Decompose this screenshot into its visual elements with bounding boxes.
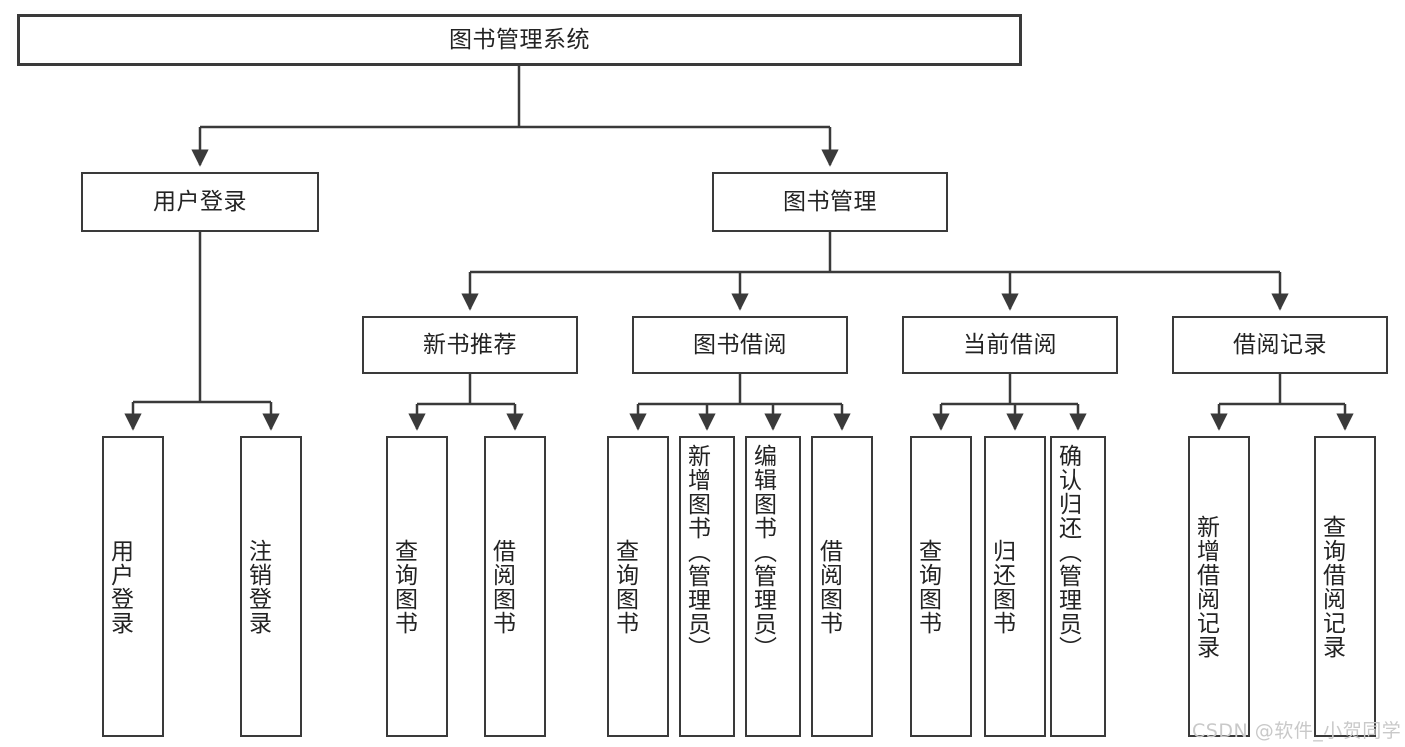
node-leaf-add-book-label: 新增图书（管理员）	[683, 444, 710, 660]
node-leaf-return-book-label: 归还图书	[988, 538, 1015, 635]
watermark-text: CSDN @软件_小贺同学	[1192, 720, 1402, 742]
node-book-manage-label: 图书管理	[783, 188, 877, 215]
node-leaf-confirm-return[interactable]: 确认归还（管理员）	[1050, 436, 1106, 737]
node-leaf-query-book-2-label: 查询图书	[611, 538, 638, 635]
node-new-book-recommend[interactable]: 新书推荐	[362, 316, 578, 374]
node-root[interactable]: 图书管理系统	[17, 14, 1022, 66]
node-leaf-user-login[interactable]: 用户登录	[102, 436, 164, 737]
node-leaf-borrow-book-2[interactable]: 借阅图书	[811, 436, 873, 737]
node-leaf-edit-book-label: 编辑图书（管理员）	[749, 444, 776, 660]
node-current-borrow-label: 当前借阅	[963, 331, 1057, 358]
node-leaf-logout[interactable]: 注销登录	[240, 436, 302, 737]
edge-root-to-level1	[191, 66, 839, 167]
node-root-label: 图书管理系统	[449, 26, 590, 53]
node-leaf-query-book-3[interactable]: 查询图书	[910, 436, 972, 737]
node-leaf-add-record[interactable]: 新增借阅记录	[1188, 436, 1250, 737]
node-leaf-add-record-label: 新增借阅记录	[1192, 514, 1219, 659]
edge-currentborrow-to-leaves	[932, 374, 1087, 431]
node-leaf-query-record[interactable]: 查询借阅记录	[1314, 436, 1376, 737]
node-leaf-borrow-book-1-label: 借阅图书	[488, 538, 515, 635]
node-current-borrow[interactable]: 当前借阅	[902, 316, 1118, 374]
node-leaf-query-record-label: 查询借阅记录	[1318, 514, 1345, 659]
node-leaf-edit-book[interactable]: 编辑图书（管理员）	[745, 436, 801, 737]
edge-borrowrecord-to-leaves	[1210, 374, 1354, 431]
node-borrow-record-label: 借阅记录	[1233, 331, 1327, 358]
node-leaf-user-login-label: 用户登录	[106, 538, 133, 635]
node-user-login-label: 用户登录	[153, 188, 247, 215]
edge-userlogin-to-leaves	[124, 232, 280, 431]
node-book-borrow[interactable]: 图书借阅	[632, 316, 848, 374]
node-borrow-record[interactable]: 借阅记录	[1172, 316, 1388, 374]
node-leaf-confirm-return-label: 确认归还（管理员）	[1054, 444, 1081, 660]
edge-bookborrow-to-leaves	[629, 374, 851, 431]
node-leaf-query-book-2[interactable]: 查询图书	[607, 436, 669, 737]
node-leaf-borrow-book-1[interactable]: 借阅图书	[484, 436, 546, 737]
node-user-login[interactable]: 用户登录	[81, 172, 319, 232]
node-new-book-recommend-label: 新书推荐	[423, 331, 517, 358]
node-leaf-query-book-1-label: 查询图书	[390, 538, 417, 635]
node-book-borrow-label: 图书借阅	[693, 331, 787, 358]
node-leaf-add-book[interactable]: 新增图书（管理员）	[679, 436, 735, 737]
edge-bookmanage-to-level2	[461, 232, 1289, 311]
node-leaf-return-book[interactable]: 归还图书	[984, 436, 1046, 737]
node-book-manage[interactable]: 图书管理	[712, 172, 948, 232]
node-leaf-query-book-1[interactable]: 查询图书	[386, 436, 448, 737]
node-leaf-query-book-3-label: 查询图书	[914, 538, 941, 635]
node-leaf-logout-label: 注销登录	[244, 538, 271, 635]
edge-newbook-to-leaves	[408, 374, 524, 431]
node-leaf-borrow-book-2-label: 借阅图书	[815, 538, 842, 635]
